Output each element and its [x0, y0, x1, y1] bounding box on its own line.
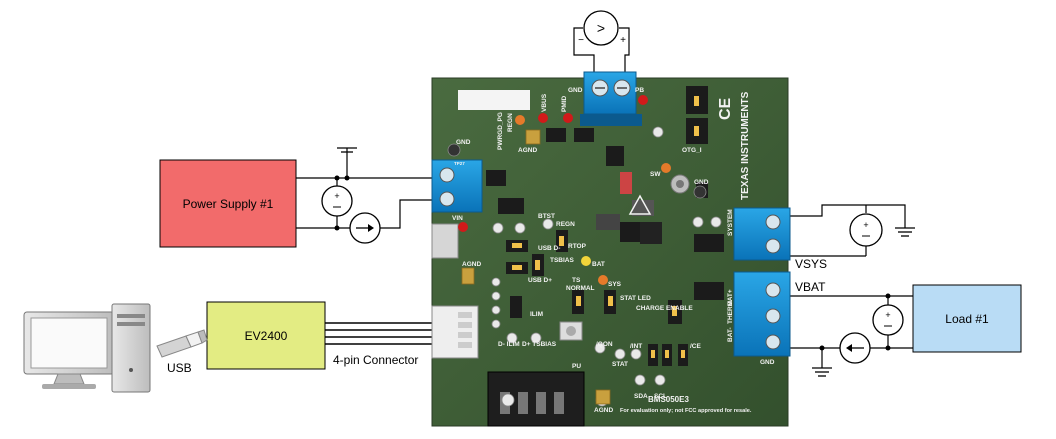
- svg-text:D+ TSBIAS: D+ TSBIAS: [522, 341, 557, 348]
- svg-text:REGN: REGN: [507, 113, 514, 132]
- svg-text:AGND: AGND: [594, 407, 613, 414]
- svg-text:VIN: VIN: [452, 215, 463, 222]
- vsys-voltmeter: +: [849, 213, 883, 247]
- svg-text:−: −: [578, 35, 584, 46]
- svg-text:PB: PB: [635, 87, 644, 94]
- svg-text:Power Supply #1: Power Supply #1: [183, 197, 274, 211]
- load-voltmeter: +: [872, 304, 904, 336]
- svg-text:OTG_I: OTG_I: [682, 147, 702, 154]
- svg-text:PU: PU: [572, 363, 581, 370]
- svg-text:PWRGD_PG: PWRGD_PG: [497, 112, 504, 150]
- svg-text:+: +: [885, 310, 890, 320]
- svg-text:GND: GND: [456, 139, 471, 146]
- svg-text:BMS050E3: BMS050E3: [648, 395, 689, 404]
- ground-icon: [337, 147, 357, 153]
- svg-text:VBUS: VBUS: [541, 93, 548, 112]
- svg-text:TSBIAS: TSBIAS: [550, 257, 575, 264]
- load-block: Load #1: [912, 284, 1022, 353]
- top-terminal-block: [580, 71, 642, 126]
- svg-text:STAT: STAT: [612, 361, 628, 368]
- svg-text:SCL: SCL: [654, 393, 667, 400]
- svg-text:ILIM: ILIM: [530, 311, 543, 318]
- svg-text:TEXAS INSTRUMENTS: TEXAS INSTRUMENTS: [740, 91, 751, 200]
- svg-text:SYSTEM: SYSTEM: [727, 209, 734, 236]
- vin-terminal-block: [431, 159, 483, 213]
- svg-text:STAT LED: STAT LED: [620, 295, 651, 302]
- svg-text:For evaluation only; not FCC a: For evaluation only; not FCC approved fo…: [620, 408, 752, 414]
- vbat-label: VBAT: [795, 280, 826, 294]
- connector-label: 4-pin Connector: [333, 353, 418, 367]
- svg-text:+: +: [334, 191, 339, 201]
- battery-terminal-block: [733, 271, 791, 357]
- svg-text:BAT: BAT: [592, 261, 605, 268]
- svg-text:SDA: SDA: [634, 393, 648, 400]
- svg-text:GND: GND: [568, 87, 583, 94]
- svg-text:TP27: TP27: [454, 161, 465, 166]
- ps-voltmeter: +: [321, 185, 353, 217]
- system-terminal-block: [733, 207, 791, 261]
- svg-text:>: >: [597, 20, 605, 36]
- svg-text:REGN: REGN: [556, 221, 575, 228]
- svg-text:Load #1: Load #1: [945, 312, 989, 326]
- svg-text:+: +: [863, 220, 868, 230]
- svg-text:NORMAL: NORMAL: [566, 285, 595, 292]
- svg-text:THERM: THERM: [727, 301, 734, 324]
- top-voltmeter: > − +: [578, 10, 626, 46]
- svg-text:GND: GND: [694, 179, 709, 186]
- svg-text:CHARGE ENABLE: CHARGE ENABLE: [636, 305, 693, 312]
- svg-text:USB D-: USB D-: [538, 245, 560, 252]
- svg-text:EV2400: EV2400: [245, 329, 288, 343]
- svg-text:SYS: SYS: [608, 281, 622, 288]
- svg-text:/QON: /QON: [596, 341, 613, 348]
- ev2400-block: EV2400: [206, 301, 326, 370]
- svg-text:AGND: AGND: [462, 261, 481, 268]
- wiring: [296, 27, 913, 368]
- svg-text:SW: SW: [650, 171, 661, 178]
- four-pin-connector: [431, 305, 479, 359]
- svg-text:USB D+: USB D+: [528, 277, 552, 284]
- svg-text:/CE: /CE: [690, 343, 702, 350]
- computer-icon: [23, 303, 151, 393]
- svg-text:PMID: PMID: [561, 95, 568, 112]
- svg-text:BAT-: BAT-: [727, 327, 734, 342]
- evm-board: CE TEXAS INSTRUMENTS GND PB GND TP27 PMI…: [431, 71, 791, 427]
- svg-text:D- ILIM: D- ILIM: [498, 341, 520, 348]
- ground-icon: [895, 227, 915, 237]
- usb-stick-icon: [156, 329, 208, 358]
- load-ammeter: [839, 332, 871, 364]
- svg-text:CE: CE: [717, 97, 734, 120]
- power-supply-block: Power Supply #1: [159, 159, 297, 248]
- svg-text:RTOP: RTOP: [568, 243, 587, 250]
- svg-text:/INT: /INT: [630, 343, 642, 350]
- svg-text:AGND: AGND: [518, 147, 537, 154]
- four-pin-cable: [325, 322, 440, 345]
- svg-text:BTST: BTST: [538, 213, 555, 220]
- svg-text:GND: GND: [760, 359, 775, 366]
- svg-text:TS: TS: [572, 277, 581, 284]
- ground-icon: [812, 367, 832, 377]
- usb-label: USB: [167, 361, 192, 375]
- svg-text:BAT+: BAT+: [727, 289, 734, 306]
- vsys-label: VSYS: [795, 257, 827, 271]
- junction-dots: [334, 175, 891, 351]
- svg-text:+: +: [620, 35, 626, 46]
- ps-ammeter: [349, 212, 381, 244]
